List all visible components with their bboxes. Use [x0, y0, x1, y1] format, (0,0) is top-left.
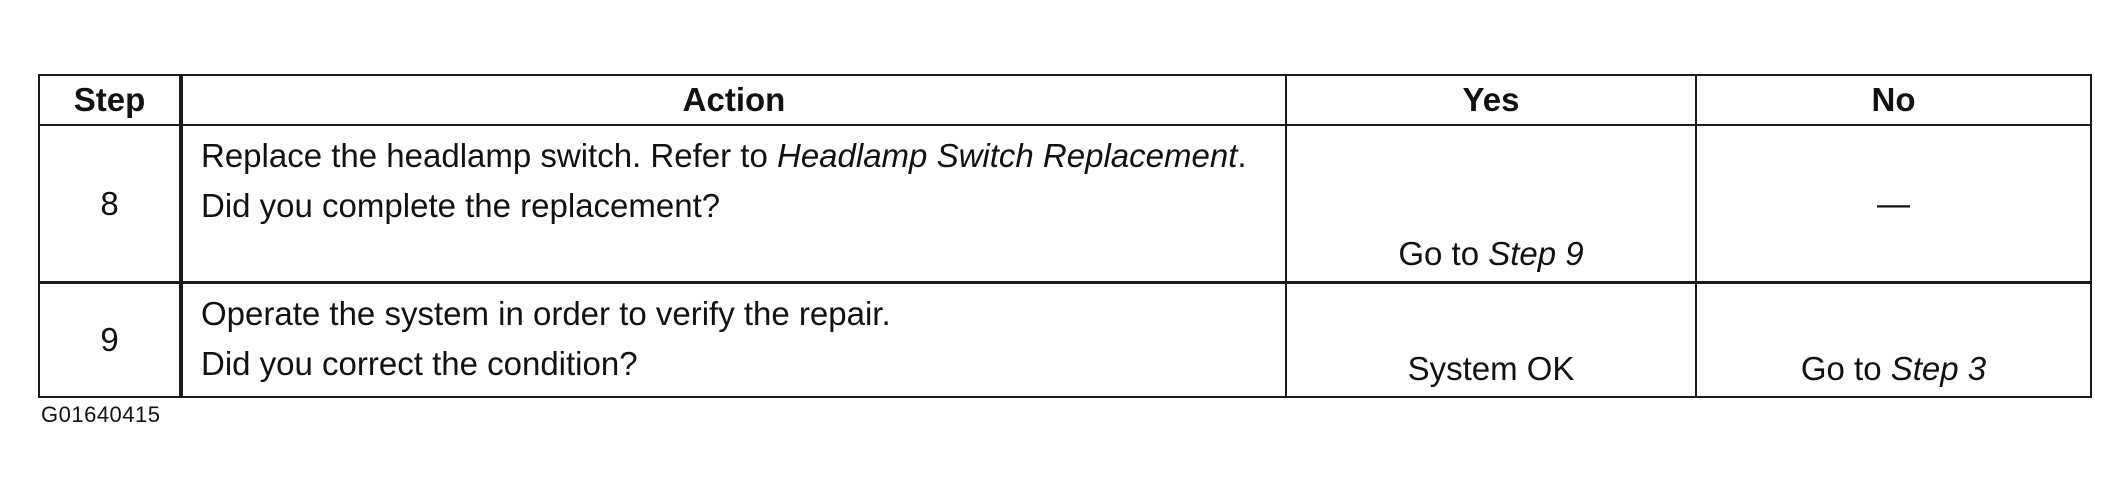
action-question: Did you correct the condition? [201, 345, 638, 382]
step-number: 8 [38, 124, 183, 284]
action-cell: Operate the system in order to verify th… [180, 281, 1287, 398]
figure-id: G01640415 [41, 402, 161, 427]
action-instruction: Replace the headlamp switch. Refer to He… [201, 136, 1269, 176]
no-step-reference: Step 3 [1890, 350, 1987, 387]
step-column-header: Step [38, 74, 183, 126]
action-instruction: Operate the system in order to verify th… [201, 295, 891, 332]
no-result: Go to Step 3 [1695, 281, 2092, 398]
yes-column-header: Yes [1285, 74, 1697, 126]
procedure-reference: Headlamp Switch Replacement [776, 137, 1238, 174]
no-prefix: Go to [1800, 350, 1891, 387]
action-question: Did you complete the replacement? [201, 187, 721, 224]
table-header-row: Step Action Yes No [38, 74, 2092, 126]
action-text: Replace the headlamp switch. Refer to [201, 137, 777, 174]
step-number: 9 [38, 281, 183, 398]
diagnostic-step-table: Step Action Yes No 8 Replace the headlam… [38, 74, 2092, 398]
yes-prefix: Go to [1398, 235, 1489, 272]
yes-step-reference: Step 9 [1488, 235, 1584, 272]
table-row: 8 Replace the headlamp switch. Refer to … [38, 124, 2092, 284]
table-row: 9 Operate the system in order to verify … [38, 281, 2092, 398]
yes-result: Go to Step 9 [1285, 124, 1697, 284]
action-column-header: Action [180, 74, 1287, 126]
yes-result: System OK [1285, 281, 1697, 398]
no-result-dash: — [1877, 184, 1910, 222]
action-cell: Replace the headlamp switch. Refer to He… [180, 124, 1287, 284]
no-column-header: No [1695, 74, 2092, 126]
no-result: — [1695, 124, 2092, 284]
action-end: . [1237, 137, 1247, 174]
